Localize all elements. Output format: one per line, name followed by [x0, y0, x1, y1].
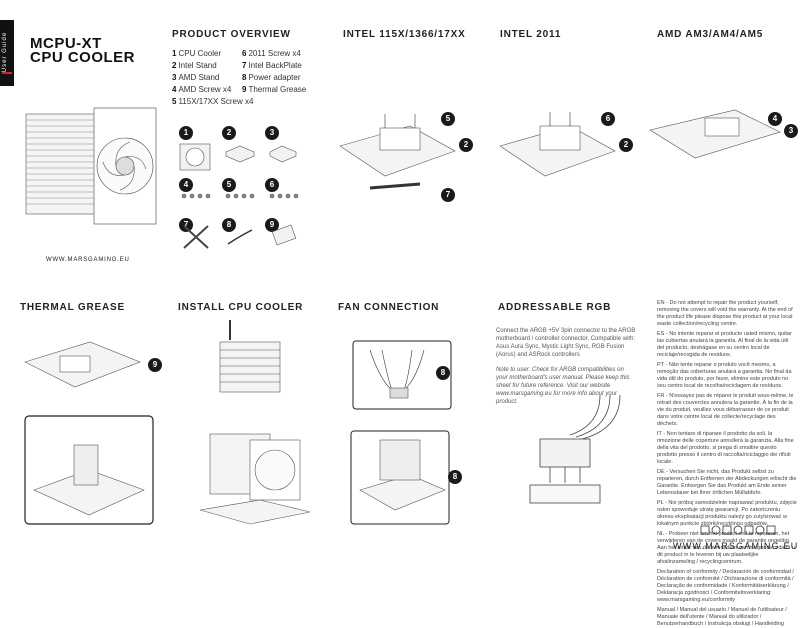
fan-illustration-bottom	[350, 430, 450, 525]
red-accent-mark	[2, 72, 12, 74]
callout-badge: 9	[148, 358, 162, 372]
certification-icons	[700, 525, 776, 535]
cpu-cooler-illustration	[25, 107, 157, 225]
product-title-line1: MCPU-XT	[30, 35, 102, 52]
install-illustration-bottom	[200, 433, 310, 525]
section-title-amd: AMD AM3/AM4/AM5	[657, 29, 764, 40]
callout-badge: 2	[459, 138, 473, 152]
section-title-overview: PRODUCT OVERVIEW	[172, 29, 291, 40]
part-number-badge: 3	[265, 126, 279, 140]
side-tab: User Guide	[0, 20, 14, 86]
grease-illustration-bottom	[24, 415, 154, 525]
part-number-badge: 9	[265, 218, 279, 232]
product-title-line2: CPU COOLER	[30, 49, 136, 66]
grease-illustration-top	[24, 341, 141, 388]
legal-column: EN - Do not attempt to repair the produc…	[657, 300, 797, 628]
argb-connector-illustration	[529, 395, 621, 504]
manual-line: Manual / Manual del usuario / Manuel de …	[657, 607, 787, 627]
section-title-grease: THERMAL GREASE	[20, 302, 125, 313]
callout-badge: 7	[441, 188, 455, 202]
callout-badge: 3	[784, 124, 798, 138]
amd-illustration	[649, 109, 781, 159]
callout-badge: 8	[448, 470, 462, 484]
fan-illustration-top	[352, 340, 452, 410]
declaration-text: Declaration of conformity / Declaración …	[657, 569, 794, 603]
legal-paragraph: PT - Não tente reparar o produto você me…	[657, 362, 792, 389]
legal-paragraph: DE - Versuchen Sie nicht, das Produkt se…	[657, 469, 797, 496]
footer-url[interactable]: WWW.MARSGAMING.EU	[673, 541, 799, 551]
callout-badge: 5	[441, 112, 455, 126]
callout-badge: 6	[601, 112, 615, 126]
part-number-badge: 6	[265, 178, 279, 192]
section-title-fan: FAN CONNECTION	[338, 302, 440, 313]
parts-illustrations	[179, 143, 299, 249]
side-tab-label: User Guide	[2, 31, 8, 73]
section-title-intel115x: INTEL 115X/1366/17XX	[343, 29, 466, 40]
website-left: WWW.MARSGAMING.EU	[46, 257, 130, 263]
callout-badge: 2	[619, 138, 633, 152]
intel115x-illustration	[339, 114, 456, 190]
legal-paragraph: IT - Non tentare di riparare il prodotto…	[657, 431, 794, 465]
legal-paragraph: ES - No intente reparar el producto uste…	[657, 331, 792, 358]
part-number-badge: 2	[222, 126, 236, 140]
intel2011-illustration	[499, 112, 616, 177]
argb-note: Note to user: Check for ARGB compatibili…	[496, 367, 630, 405]
install-illustration-top	[219, 320, 281, 393]
callout-badge: 8	[436, 366, 450, 380]
argb-description: Connect the ARGB +5V 3pin connector to t…	[496, 328, 636, 358]
part-number-badge: 4	[179, 178, 193, 192]
legal-paragraph: EN - Do not attempt to repair the produc…	[657, 300, 793, 327]
legal-paragraph: PL - Nie próbuj samodzielnie naprawiać p…	[657, 500, 797, 527]
legal-paragraph: FR - N'essayez pas de réparer le produit…	[657, 393, 794, 427]
section-title-install: INSTALL CPU COOLER	[178, 302, 304, 313]
part-number-badge: 5	[222, 178, 236, 192]
section-title-intel2011: INTEL 2011	[500, 29, 562, 40]
part-number-badge: 8	[222, 218, 236, 232]
section-title-argb: ADDRESSABLE RGB	[498, 302, 612, 313]
part-number-badge: 7	[179, 218, 193, 232]
part-number-badge: 1	[179, 126, 193, 140]
callout-badge: 4	[768, 112, 782, 126]
